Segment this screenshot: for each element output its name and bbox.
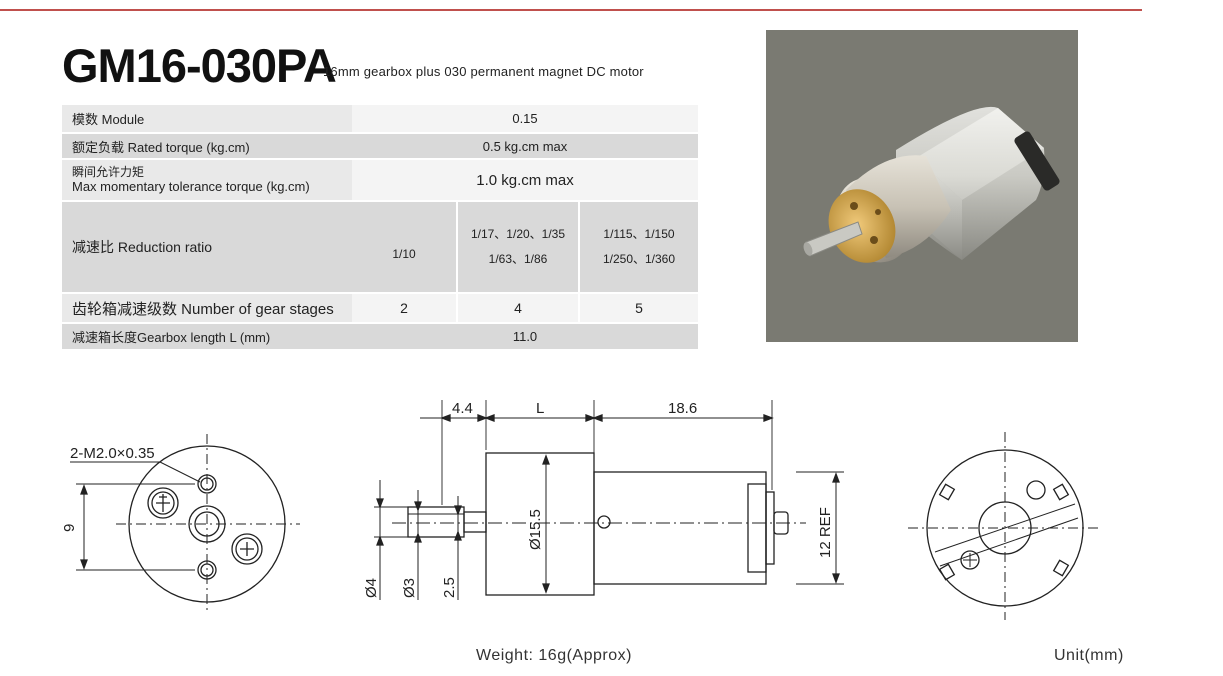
ratio-label: 减速比 Reduction ratio	[62, 202, 352, 292]
stages-value: 4	[458, 294, 580, 322]
dim-d3: Ø3	[401, 578, 418, 598]
momentary-label-cn: 瞬间允许力矩	[72, 165, 145, 179]
length-label: 减速箱长度Gearbox length L (mm)	[62, 324, 352, 349]
motor-photo	[766, 30, 1078, 342]
table-row: 齿轮箱减速级数 Number of gear stages 2 4 5	[62, 294, 698, 322]
module-label: 模数 Module	[62, 105, 352, 132]
dim-d4: Ø4	[363, 578, 380, 598]
dim-d15-5: Ø15.5	[527, 509, 544, 550]
top-rule	[0, 9, 1142, 11]
dim-l: L	[536, 400, 544, 417]
torque-label: 额定负载 Rated torque (kg.cm)	[62, 134, 352, 158]
momentary-value: 1.0 kg.cm max	[352, 160, 698, 200]
dim-4-4: 4.4	[452, 400, 473, 417]
momentary-label-en: Max momentary tolerance torque (kg.cm)	[72, 179, 310, 194]
table-row: 减速箱长度Gearbox length L (mm) 11.0	[62, 324, 698, 349]
momentary-label: 瞬间允许力矩 Max momentary tolerance torque (k…	[62, 160, 352, 200]
technical-drawing: 2-M2.0×0.35 9 4.4 L 18.6 Ø15.5 12 REF Ø4…	[61, 400, 1100, 620]
weight-note: Weight: 16g(Approx)	[476, 647, 632, 664]
spec-table: 模数 Module 0.15 额定负载 Rated torque (kg.cm)…	[62, 103, 698, 351]
ratio-value: 1/10	[352, 202, 458, 292]
unit-note: Unit(mm)	[1054, 647, 1124, 664]
torque-value: 0.5 kg.cm max	[352, 134, 698, 158]
stages-value: 5	[580, 294, 698, 322]
module-value: 0.15	[352, 105, 698, 132]
stages-label: 齿轮箱减速级数 Number of gear stages	[62, 294, 352, 322]
side-view	[374, 400, 844, 600]
model-title: GM16-030PA	[62, 39, 337, 92]
screw-note: 2-M2.0×0.35	[70, 445, 155, 462]
dim-12-ref: 12 REF	[817, 507, 834, 558]
rear-view	[908, 432, 1100, 620]
model-subtitle: 16mm gearbox plus 030 permanent magnet D…	[323, 64, 644, 79]
front-view	[70, 434, 300, 614]
stages-value: 2	[352, 294, 458, 322]
dim-9: 9	[61, 524, 78, 532]
table-row: 瞬间允许力矩 Max momentary tolerance torque (k…	[62, 160, 698, 200]
dim-2-5: 2.5	[441, 577, 458, 598]
table-row: 额定负载 Rated torque (kg.cm) 0.5 kg.cm max	[62, 134, 698, 158]
dim-18-6: 18.6	[668, 400, 697, 417]
motor-illustration	[803, 106, 1060, 263]
length-value: 11.0	[352, 324, 698, 349]
table-row: 模数 Module 0.15	[62, 105, 698, 132]
